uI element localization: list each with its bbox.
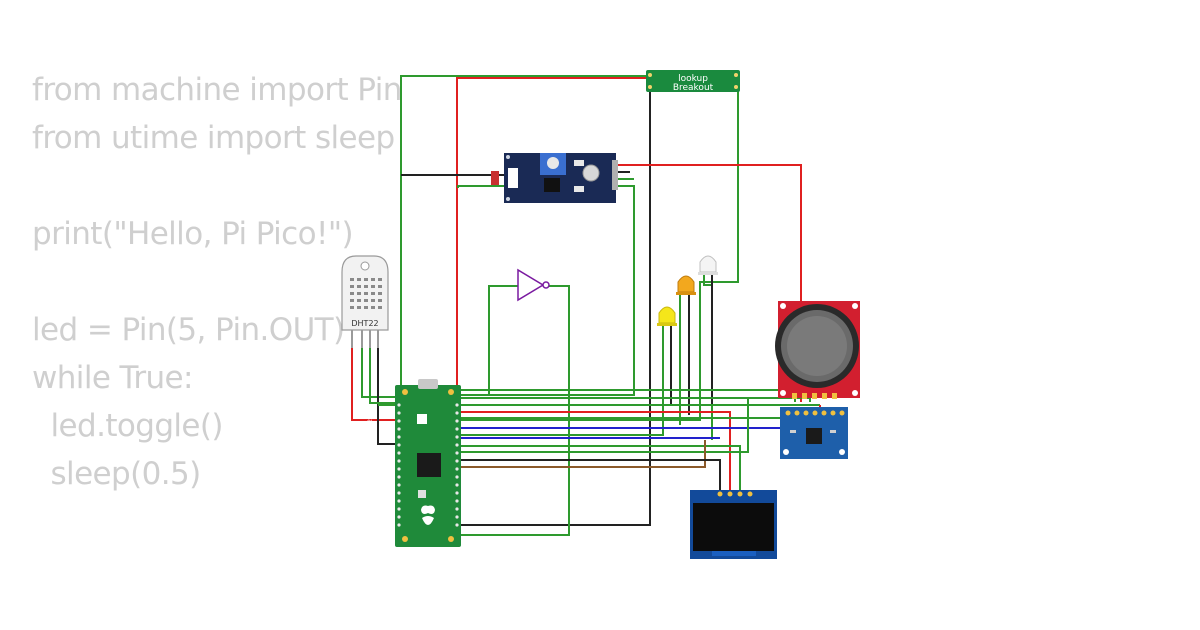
joystick-module[interactable] (775, 301, 860, 399)
wire-black (460, 459, 721, 492)
wire-green (369, 330, 400, 404)
wire-black (377, 330, 400, 445)
mpu-module[interactable] (780, 407, 848, 459)
code-line: sleep(0.5) (32, 456, 202, 492)
raspberry-pi-pico[interactable]: Raspberry Pi Pico ©2020 (367, 379, 461, 547)
breakout-line1: lookup (678, 74, 708, 84)
code-line: led.toggle() (32, 408, 224, 444)
dht22-sensor[interactable]: DHT22 (341, 255, 389, 348)
breakout-line2: Breakout (673, 83, 714, 93)
led-white[interactable] (698, 255, 718, 275)
wire-red (460, 411, 731, 492)
wire-green (460, 445, 741, 492)
oled-display[interactable] (690, 490, 777, 559)
wire-green (457, 185, 635, 396)
wire-green (460, 285, 570, 536)
wire-green (460, 397, 811, 402)
code-line: from utime import sleep (32, 120, 395, 156)
led-orange[interactable] (676, 275, 696, 295)
wires (351, 75, 848, 536)
led-yellow[interactable] (657, 306, 677, 326)
not-gate[interactable] (517, 268, 550, 302)
dht-label: DHT22 (351, 319, 378, 328)
wire-brown (460, 440, 706, 468)
code-line: print("Hello, Pi Pico!") (32, 216, 354, 252)
pico-label: Raspberry Pi Pico ©2020 (367, 415, 374, 490)
wire-green (460, 325, 664, 436)
wire-green (488, 285, 518, 395)
wire-green (460, 80, 739, 421)
code-line: while True: (32, 360, 193, 396)
lookup-breakout[interactable]: lookup Breakout (646, 70, 740, 93)
code-listing: from machine import Pin from utime import… (32, 66, 402, 498)
wire-green (400, 75, 650, 390)
sensor-module[interactable] (491, 153, 618, 203)
wire-red (351, 330, 400, 421)
wire-green (361, 330, 400, 398)
wire-green (460, 398, 749, 453)
wire-red (456, 77, 650, 400)
wire-red (612, 164, 802, 402)
code-line: from machine import Pin (32, 72, 402, 108)
wire-black (460, 80, 651, 526)
wire-green (703, 275, 713, 440)
code-line: led = Pin(5, Pin.OUT) (32, 312, 345, 348)
